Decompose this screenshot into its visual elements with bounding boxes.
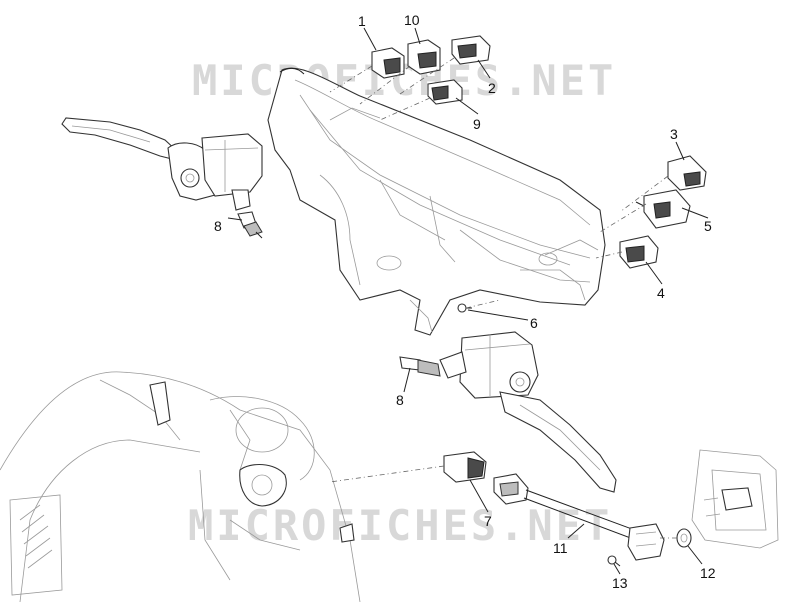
callout-12: 12 [700, 565, 716, 581]
handlebar-cover [267, 67, 606, 336]
part-8-brake-switch-upper [237, 211, 263, 239]
callout-1: 1 [358, 13, 366, 29]
part-11-cable [493, 473, 665, 561]
leader-lines [227, 27, 709, 575]
callout-7: 7 [484, 513, 492, 529]
callout-13: 13 [612, 575, 628, 591]
callout-8-upper: 8 [214, 218, 222, 234]
watermark-bottom: MICROFICHES.NET [188, 501, 612, 550]
callout-2: 2 [488, 80, 496, 96]
callout-8-lower: 8 [396, 392, 404, 408]
part-2-switch [451, 35, 491, 65]
part-13-screw [607, 555, 621, 567]
leg-shield-glovebox [0, 371, 361, 602]
part-8-brake-switch-lower [399, 356, 441, 377]
part-10-switch [407, 39, 441, 75]
part-7-connector [443, 451, 487, 483]
rear-housing [691, 449, 779, 549]
part-4-switch [619, 235, 659, 269]
callout-4: 4 [657, 285, 665, 301]
callout-5: 5 [704, 218, 712, 234]
part-1-switch [371, 47, 405, 79]
callout-9: 9 [473, 116, 481, 132]
part-9-switch [427, 79, 463, 105]
callout-6: 6 [530, 315, 538, 331]
part-5-switch [635, 189, 691, 229]
callout-3: 3 [670, 126, 678, 142]
assembly-lines [329, 57, 678, 539]
part-12-grommet [676, 528, 692, 548]
left-brake-lever-assembly [61, 117, 263, 211]
part-3-switch [667, 155, 707, 191]
callout-11: 11 [553, 540, 568, 556]
right-brake-lever-assembly [439, 331, 617, 493]
callout-10: 10 [404, 12, 420, 28]
callouts: 1 10 2 9 3 5 4 6 8 8 7 11 12 13 [214, 12, 716, 591]
